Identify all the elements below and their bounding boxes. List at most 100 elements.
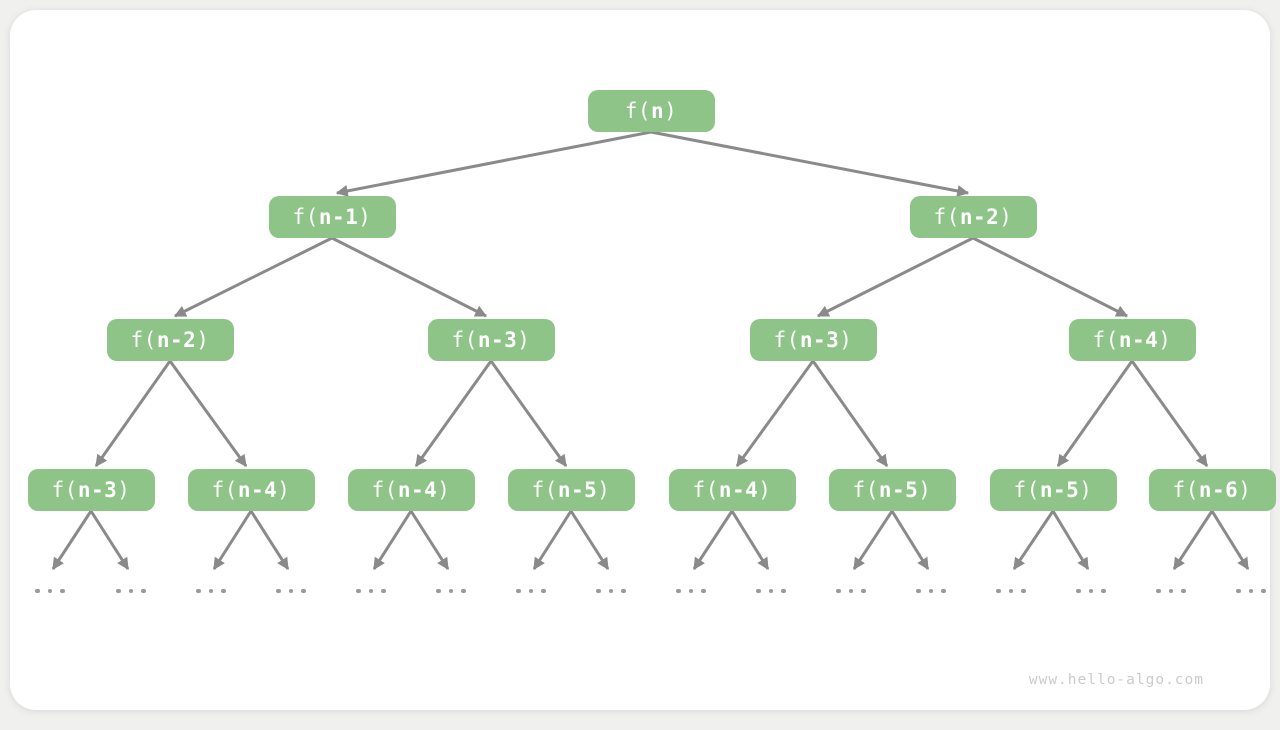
ellipsis-leaf <box>1235 586 1267 596</box>
node-label: n-3 <box>77 477 118 502</box>
dot <box>688 588 694 594</box>
edge-arrow <box>414 360 493 467</box>
edge-arrow <box>1130 360 1209 467</box>
node-label: n-5 <box>557 477 598 502</box>
node-label: f( <box>773 327 800 352</box>
edge-arrow <box>409 510 450 571</box>
node-label: n-5 <box>1039 477 1080 502</box>
ellipsis-leaf <box>115 586 147 596</box>
node-label: f( <box>211 477 238 502</box>
dot <box>516 588 521 594</box>
ellipsis-leaf <box>675 586 707 596</box>
edge-arrow <box>51 510 93 571</box>
edge-arrow <box>1056 360 1134 467</box>
tree-node: f(n) <box>587 90 715 132</box>
ellipsis-leaf <box>1075 586 1107 596</box>
edge-arrow <box>89 510 130 571</box>
node-label: n <box>650 98 665 123</box>
node-label: f( <box>1172 477 1199 502</box>
tree-node: f(n-3) <box>27 469 155 511</box>
node-label: ) <box>839 327 853 352</box>
tree-node: f(n-2) <box>909 196 1037 238</box>
edge-arrow <box>249 510 290 571</box>
dot <box>916 588 921 594</box>
node-label: f( <box>1092 327 1119 352</box>
tree-node: f(n-6) <box>1148 469 1276 511</box>
node-label: f( <box>1013 477 1040 502</box>
ellipsis-leaf <box>995 586 1027 596</box>
dot <box>596 588 601 594</box>
tree-node: f(n-4) <box>187 469 315 511</box>
edge-arrow <box>94 360 172 467</box>
dot <box>996 588 1001 594</box>
dot <box>436 588 441 594</box>
node-label: ) <box>758 477 772 502</box>
ellipsis-leaf <box>1155 586 1187 596</box>
edge-arrow <box>168 360 248 467</box>
dot <box>528 588 534 594</box>
ellipsis-leaf <box>515 586 547 596</box>
edge-arrow <box>1210 510 1250 571</box>
node-label: n-3 <box>477 327 518 352</box>
tree-node: f(n-5) <box>507 469 635 511</box>
dot <box>288 588 294 594</box>
node-label: f( <box>692 477 719 502</box>
node-label: n-2 <box>156 327 197 352</box>
dot <box>861 588 866 594</box>
tree-node: f(n-3) <box>749 319 877 361</box>
node-label: f( <box>130 327 157 352</box>
tree-node: f(n-4) <box>1068 319 1196 361</box>
edge-arrow <box>692 510 734 571</box>
dot <box>928 588 934 594</box>
edge-arrow <box>372 510 413 571</box>
ellipsis-leaf <box>835 586 867 596</box>
ellipsis-leaf <box>595 586 627 596</box>
dot <box>1156 588 1161 594</box>
dot <box>1076 588 1081 594</box>
dot <box>60 588 65 594</box>
node-label: ) <box>1238 477 1252 502</box>
dot <box>47 588 53 594</box>
edge-arrow <box>335 130 652 197</box>
node-label: n-4 <box>237 477 278 502</box>
dot <box>35 588 40 594</box>
edge-arrow <box>730 510 770 571</box>
dot <box>621 588 626 594</box>
tree-node: f(n-1) <box>268 196 396 238</box>
dot <box>448 588 454 594</box>
node-label: n-6 <box>1198 477 1239 502</box>
dot <box>608 588 614 594</box>
dot <box>848 588 854 594</box>
edge-arrow <box>811 360 889 467</box>
dot <box>1021 588 1026 594</box>
dot <box>836 588 841 594</box>
node-label: ) <box>999 204 1013 229</box>
edge-arrow <box>1051 510 1090 571</box>
node-label: f( <box>933 204 960 229</box>
dot <box>301 588 306 594</box>
dot <box>756 588 761 594</box>
dot <box>1168 588 1174 594</box>
node-label: n-2 <box>959 204 1000 229</box>
node-label: f( <box>51 477 78 502</box>
node-label: ) <box>277 477 291 502</box>
tree-node: f(n-5) <box>828 469 956 511</box>
node-label: n-5 <box>878 477 919 502</box>
dot <box>768 588 774 594</box>
tree-node: f(n-3) <box>427 319 555 361</box>
node-label: n-4 <box>718 477 759 502</box>
ellipsis-leaf <box>34 586 66 596</box>
dot <box>676 588 681 594</box>
ellipsis-leaf <box>755 586 787 596</box>
node-label: ) <box>597 477 611 502</box>
dot <box>128 588 134 594</box>
edge-arrow <box>212 510 253 571</box>
tree-node: f(n-4) <box>347 469 475 511</box>
dot <box>1101 588 1106 594</box>
dot <box>116 588 121 594</box>
node-label: n-1 <box>318 204 359 229</box>
node-label: ) <box>1158 327 1172 352</box>
ellipsis-leaf <box>435 586 467 596</box>
node-label: ) <box>437 477 451 502</box>
ellipsis-leaf <box>915 586 947 596</box>
